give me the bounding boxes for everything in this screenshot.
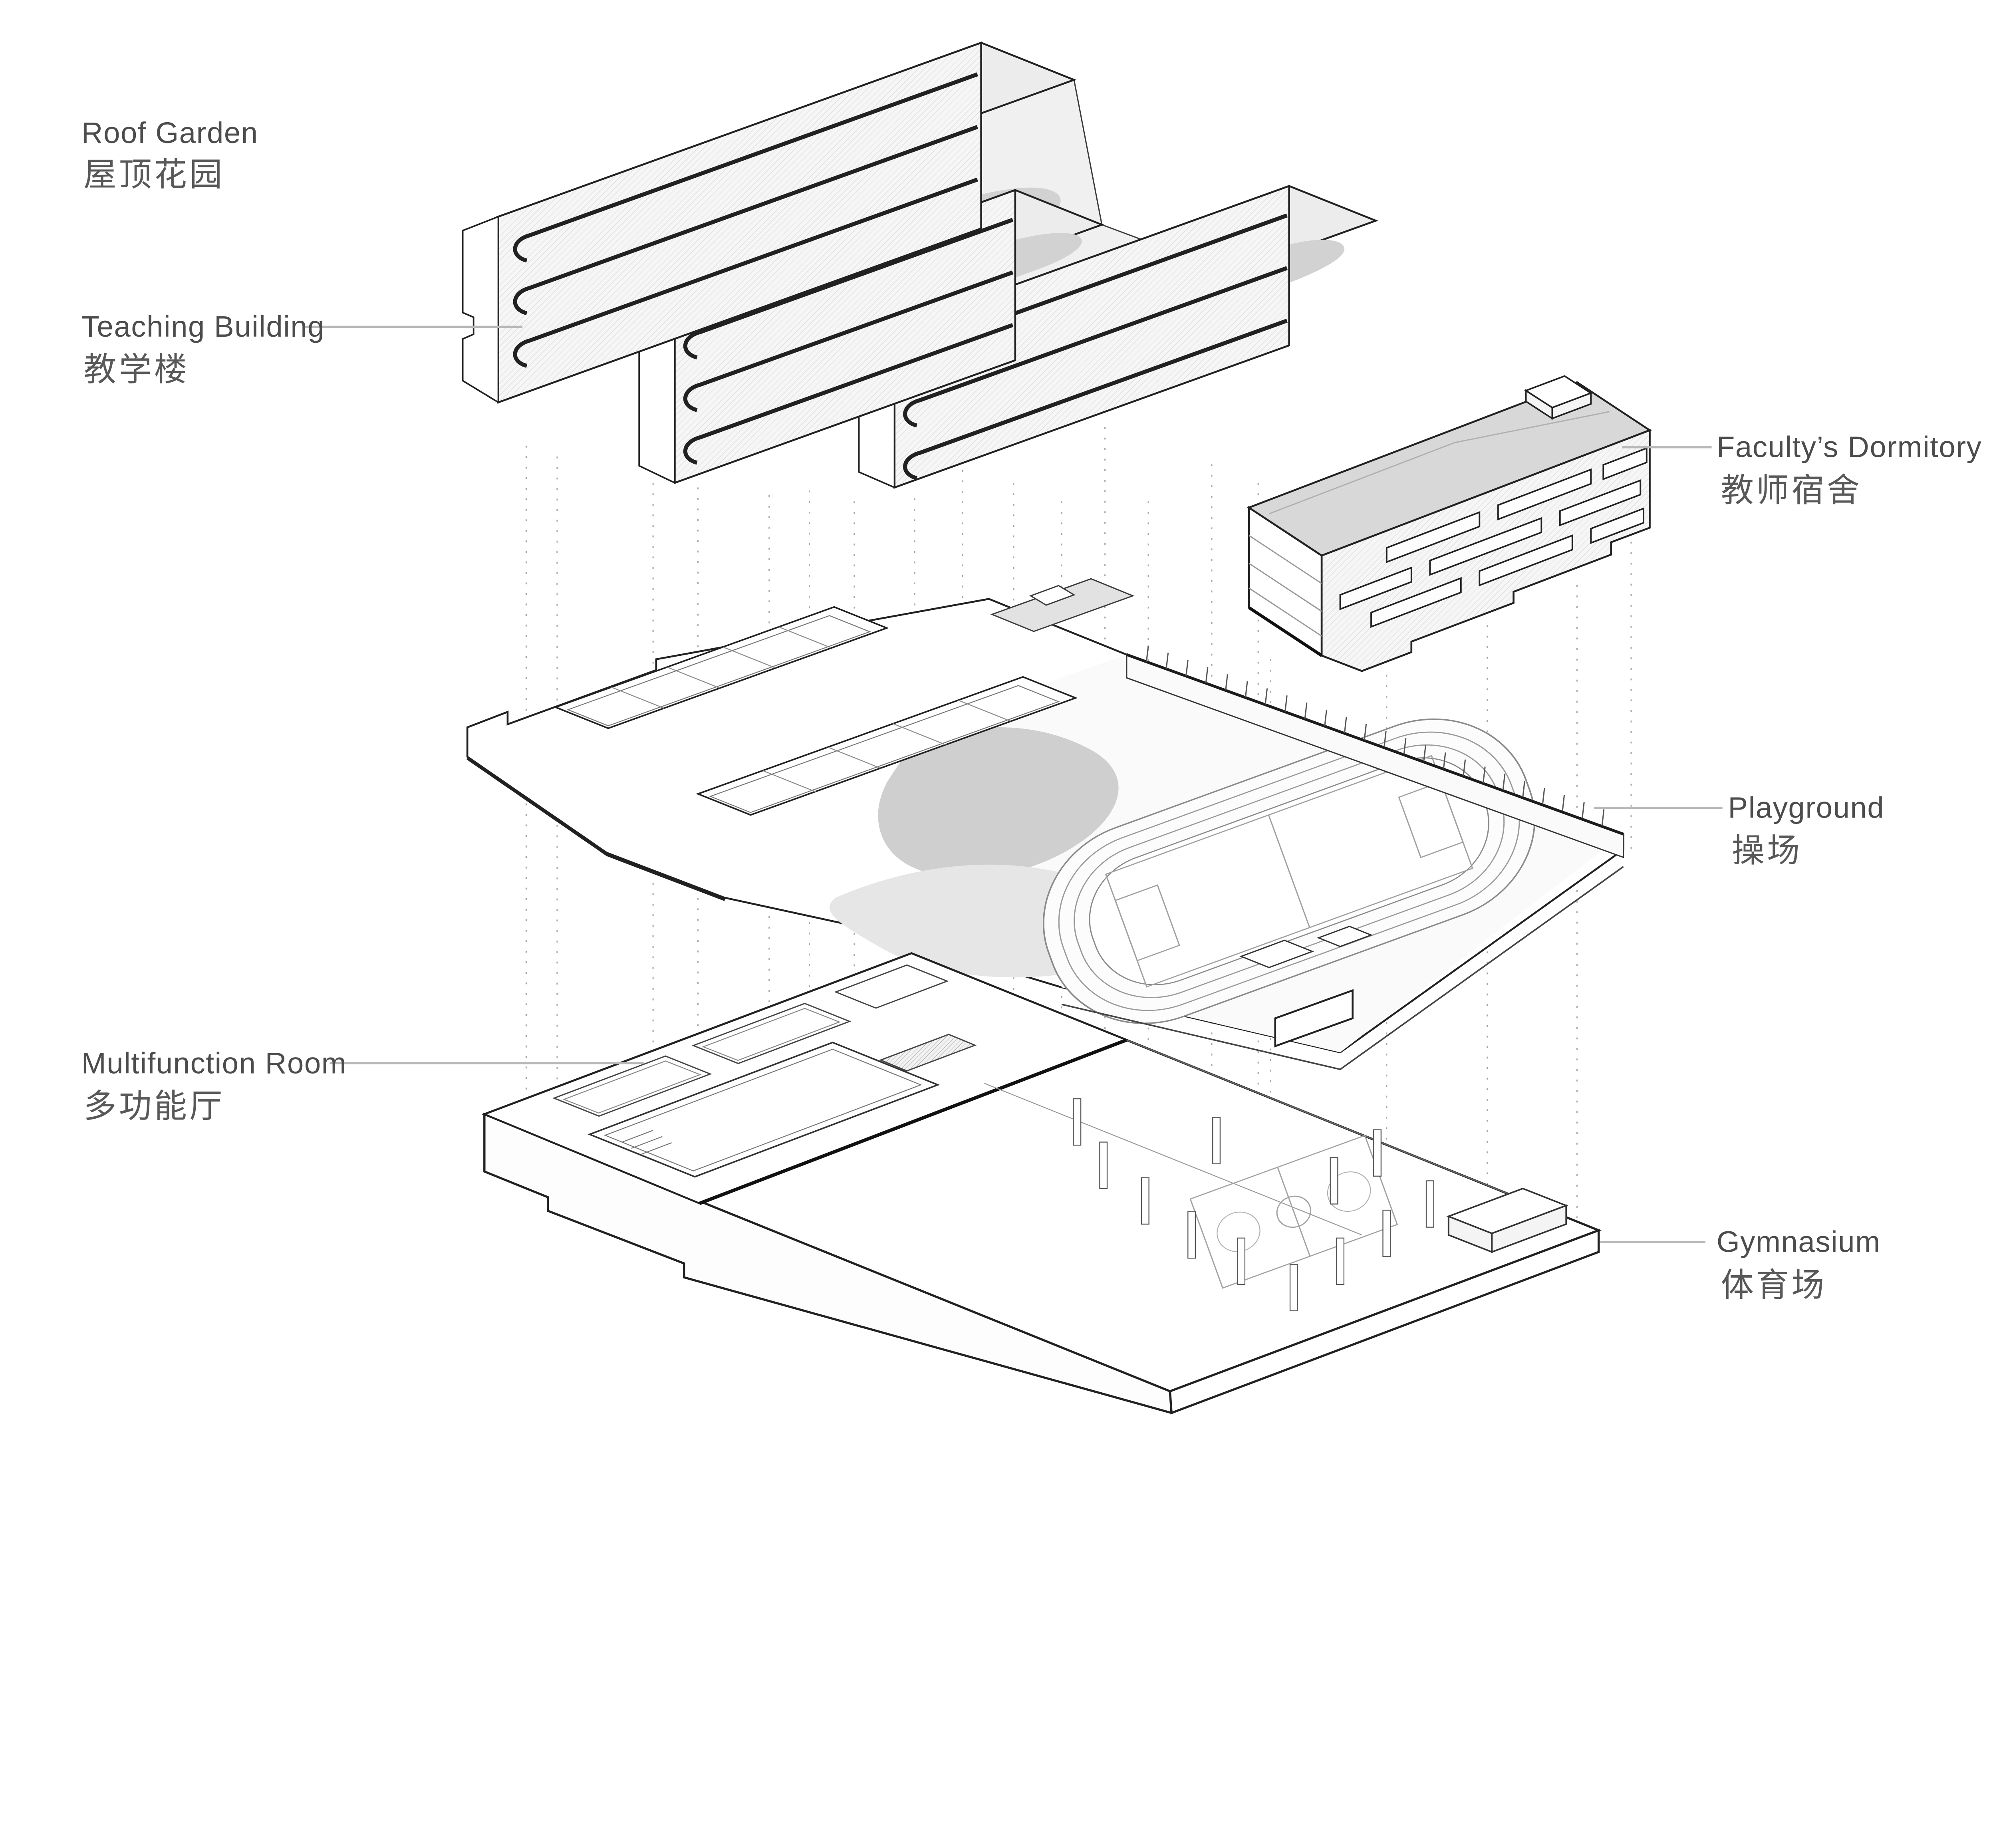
multifunction-room-area (482, 952, 1130, 1205)
exploded-axonometric-diagram: Roof Garden 屋顶花园 Teaching Building 教学楼 F… (81, 41, 1982, 1415)
deck-trough-boxes (553, 606, 1078, 816)
gymnasium-label-en: Gymnasium (1717, 1225, 1881, 1258)
dormitory-window-slots (1339, 447, 1648, 628)
playground-drawing (466, 578, 1624, 1070)
diagram-canvas: Roof Garden 屋顶花园 Teaching Building 教学楼 F… (81, 41, 1982, 1415)
label-multifunction-room: Multifunction Room 多功能厅 (81, 1047, 644, 1125)
label-roof-garden: Roof Garden 屋顶花园 (81, 116, 721, 193)
multifunction-room-label-en: Multifunction Room (81, 1047, 347, 1080)
roof-garden-label-zh: 屋顶花园 (83, 157, 224, 193)
multifunction-room-label-zh: 多功能厅 (83, 1088, 224, 1125)
football-pitch (1105, 755, 1473, 988)
gym-columns (1073, 1098, 1434, 1312)
teaching-building-label-en: Teaching Building (81, 310, 325, 343)
teaching-slab-left (462, 41, 1077, 404)
facultys-dormitory-label-zh: 教师宿舍 (1721, 472, 1862, 508)
teaching-building-label-zh: 教学楼 (83, 351, 189, 388)
playground-label-en: Playground (1728, 791, 1885, 824)
facultys-dormitory-label-en: Faculty’s Dormitory (1717, 431, 1982, 464)
gymnasium-drawing (481, 952, 1602, 1415)
fence-wall (1126, 645, 1624, 858)
label-gymnasium: Gymnasium 体育场 (1600, 1225, 1881, 1303)
label-teaching-building: Teaching Building 教学楼 (81, 310, 523, 388)
roof-garden-label-en: Roof Garden (81, 116, 258, 149)
playground-label-zh: 操场 (1732, 832, 1802, 869)
gymnasium-hall (984, 1039, 1568, 1312)
running-track (1042, 719, 1536, 1024)
faculty-dormitory-drawing (1247, 375, 1652, 672)
label-facultys-dormitory: Faculty’s Dormitory 教师宿舍 (1622, 431, 1982, 508)
gymnasium-label-zh: 体育场 (1721, 1267, 1827, 1303)
label-playground: Playground 操场 (1594, 791, 1884, 869)
gym-court (1189, 1135, 1398, 1289)
teaching-building-drawing (462, 41, 1379, 489)
